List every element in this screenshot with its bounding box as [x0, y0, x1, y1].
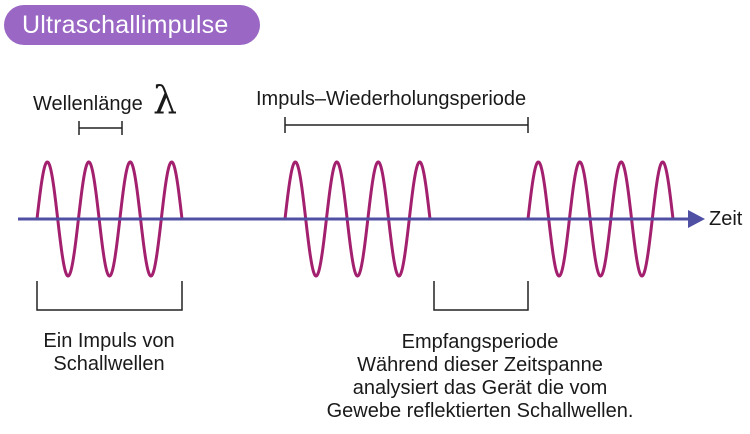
wavelength-label: Wellenlänge [33, 93, 143, 115]
prp-marker [284, 117, 529, 133]
lambda-symbol: λ [153, 78, 178, 122]
pulse-bracket [36, 281, 183, 311]
pulse-label-line1: Ein Impuls von [43, 330, 175, 352]
pulse-label: Ein Impuls von Schallwellen [24, 330, 194, 376]
prp-label: Impuls–Wiederholungsperiode [256, 88, 527, 110]
pulse-wave-1 [35, 160, 184, 278]
pulse-wave-3 [526, 160, 675, 278]
receive-bracket [433, 281, 529, 311]
title-text: Ultraschallimpulse [22, 11, 229, 39]
receive-title: Empfangsperiode [401, 331, 559, 353]
receive-line2: analysiert das Gerät die vom [352, 377, 608, 399]
receive-line1: Während dieser Zeitspanne [357, 354, 603, 376]
wavelength-marker [78, 121, 123, 135]
time-axis-arrow [688, 210, 705, 228]
pulse-wave-2 [283, 160, 432, 278]
receive-line3: Gewebe reflektierten Schallwellen. [326, 400, 634, 422]
pulse-label-line2: Schallwellen [53, 353, 165, 375]
receive-label: Empfangsperiode Während dieser Zeitspann… [300, 331, 660, 423]
time-label: Zeit [709, 208, 743, 230]
title-badge: Ultraschallimpulse [4, 5, 260, 45]
